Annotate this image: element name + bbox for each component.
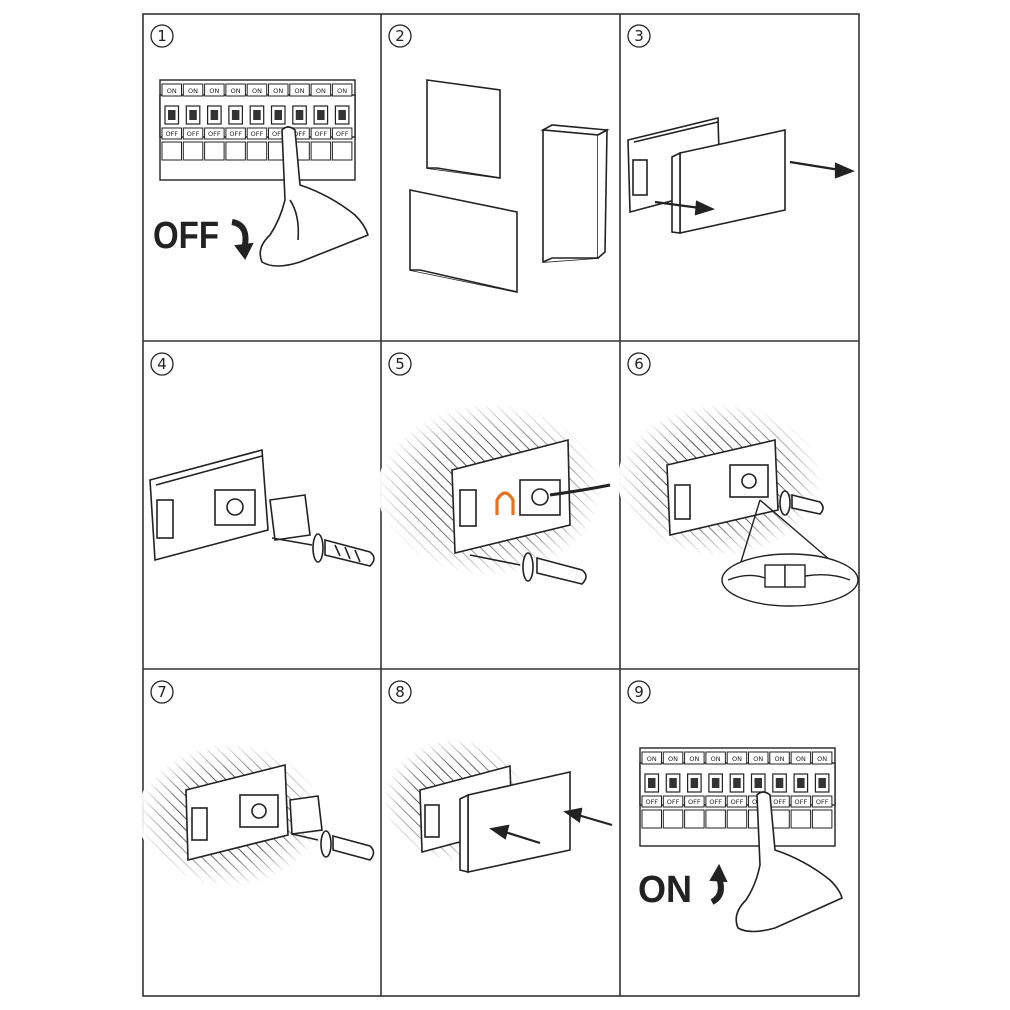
off-panel-off-text: OFF <box>251 130 264 138</box>
hand-pointer-off <box>259 126 369 267</box>
off-panel-off-text: OFF <box>336 130 349 138</box>
on-panel-on-text: ON <box>775 755 785 763</box>
step-number-2: 2 <box>388 24 412 48</box>
on-panel-off-text: OFF <box>795 798 808 806</box>
on-panel-on-text: ON <box>753 755 763 763</box>
step-number-4: 4 <box>150 352 174 376</box>
svg-text:1: 1 <box>157 27 167 45</box>
on-panel-on-text: ON <box>732 755 742 763</box>
off-panel-on-text: ON <box>316 87 326 95</box>
screwdriver-5 <box>469 552 587 585</box>
on-panel-off-text: OFF <box>645 798 658 806</box>
panel-grid <box>142 13 860 997</box>
screwdriver-7 <box>291 830 375 861</box>
off-panel-on-text: ON <box>273 87 283 95</box>
on-panel-breaker-module: ON OFF <box>662 751 684 829</box>
attach-cover-illustration <box>419 764 571 874</box>
step-numbers: 1 2 3 4 5 6 7 8 9 <box>150 24 651 704</box>
off-panel-breaker-module: ON OFF <box>331 83 353 161</box>
off-panel-breaker-module: ON OFF <box>161 83 182 161</box>
on-panel-on-text: ON <box>647 755 657 763</box>
on-panel-on-text: ON <box>689 755 699 763</box>
off-panel-on-text: ON <box>209 87 219 95</box>
off-panel-off-text: OFF <box>272 130 285 138</box>
step-number-1: 1 <box>150 24 174 48</box>
base-unit-6 <box>666 439 779 536</box>
terminal-detail-callout <box>721 499 859 607</box>
on-panel-breaker-module: ON OFF <box>705 751 726 829</box>
svg-text:7: 7 <box>157 683 167 701</box>
attach-arrows-icon <box>489 807 613 845</box>
on-panel-off-text: OFF <box>688 798 701 806</box>
svg-text:9: 9 <box>634 683 644 701</box>
off-panel-on-text: ON <box>295 87 305 95</box>
hand-pointer-on <box>735 791 843 933</box>
down-arrow-head-icon <box>234 242 254 260</box>
off-panel-on-text: ON <box>231 87 241 95</box>
on-panel-off-text: OFF <box>816 798 829 806</box>
on-panel-breaker-module: ON OFF <box>769 751 790 829</box>
off-panel-off-text: OFF <box>229 130 242 138</box>
remove-arrows-icon <box>654 160 855 216</box>
on-panel-off-text: OFF <box>667 798 680 806</box>
cable-loop-icon <box>495 491 515 515</box>
on-panel-on-text: ON <box>796 755 806 763</box>
step-number-8: 8 <box>388 680 412 704</box>
breaker-panel-off: ON OFF ON OFF ON OFF ON OFF ON OFF ON OFF ON OFF ON OFF… <box>159 79 356 181</box>
cover-pieces <box>409 79 610 293</box>
off-panel-off-text: OFF <box>315 130 328 138</box>
off-panel-breaker-module: ON OFF <box>225 83 246 161</box>
on-panel-off-text: OFF <box>709 798 722 806</box>
off-panel-breaker-module: ON OFF <box>182 83 204 161</box>
on-panel-breaker-module: ON OFF <box>684 751 705 829</box>
step-number-9: 9 <box>627 680 651 704</box>
off-panel-on-text: ON <box>188 87 198 95</box>
svg-text:8: 8 <box>395 683 405 701</box>
off-panel-off-text: OFF <box>208 130 221 138</box>
on-panel-breaker-module: ON OFF <box>726 751 748 829</box>
svg-text:6: 6 <box>634 355 644 373</box>
off-panel-breaker-module: ON OFF <box>204 83 225 161</box>
on-panel-off-text: OFF <box>731 798 744 806</box>
base-unit-7 <box>185 763 323 862</box>
svg-text:4: 4 <box>157 355 167 373</box>
remove-cover-illustration <box>627 116 786 234</box>
on-panel-off-text: OFF <box>773 798 786 806</box>
on-panel-on-text: ON <box>817 755 827 763</box>
on-panel-on-text: ON <box>668 755 678 763</box>
step-number-7: 7 <box>150 680 174 704</box>
step-number-6: 6 <box>627 352 651 376</box>
off-panel-breaker-module: ON OFF <box>310 83 332 161</box>
step-number-3: 3 <box>627 24 651 48</box>
screwdriver-6 <box>779 490 824 516</box>
on-panel-breaker-module: ON OFF <box>790 751 812 829</box>
base-unit-4 <box>149 448 311 562</box>
on-label: ON <box>638 869 692 911</box>
screwdriver-4 <box>271 533 375 567</box>
off-panel-on-text: ON <box>167 87 177 95</box>
step-number-5: 5 <box>388 352 412 376</box>
on-panel-breaker-module: ON OFF <box>641 751 662 829</box>
off-panel-off-text: OFF <box>165 130 178 138</box>
off-panel-breaker-module: ON OFF <box>246 83 268 161</box>
off-label: OFF <box>153 215 219 257</box>
svg-text:5: 5 <box>395 355 405 373</box>
off-panel-on-text: ON <box>337 87 347 95</box>
on-panel-breaker-module: ON OFF <box>811 751 833 829</box>
off-panel-off-text: OFF <box>187 130 200 138</box>
svg-text:3: 3 <box>634 27 644 45</box>
up-arrow-head-icon <box>709 863 728 883</box>
off-panel-on-text: ON <box>252 87 262 95</box>
on-panel-on-text: ON <box>711 755 721 763</box>
breaker-panel-on: ON OFF ON OFF ON OFF ON OFF ON OFF ON OFF ON OFF ON OFF… <box>639 747 836 847</box>
svg-text:2: 2 <box>395 27 405 45</box>
off-panel-off-text: OFF <box>293 130 306 138</box>
